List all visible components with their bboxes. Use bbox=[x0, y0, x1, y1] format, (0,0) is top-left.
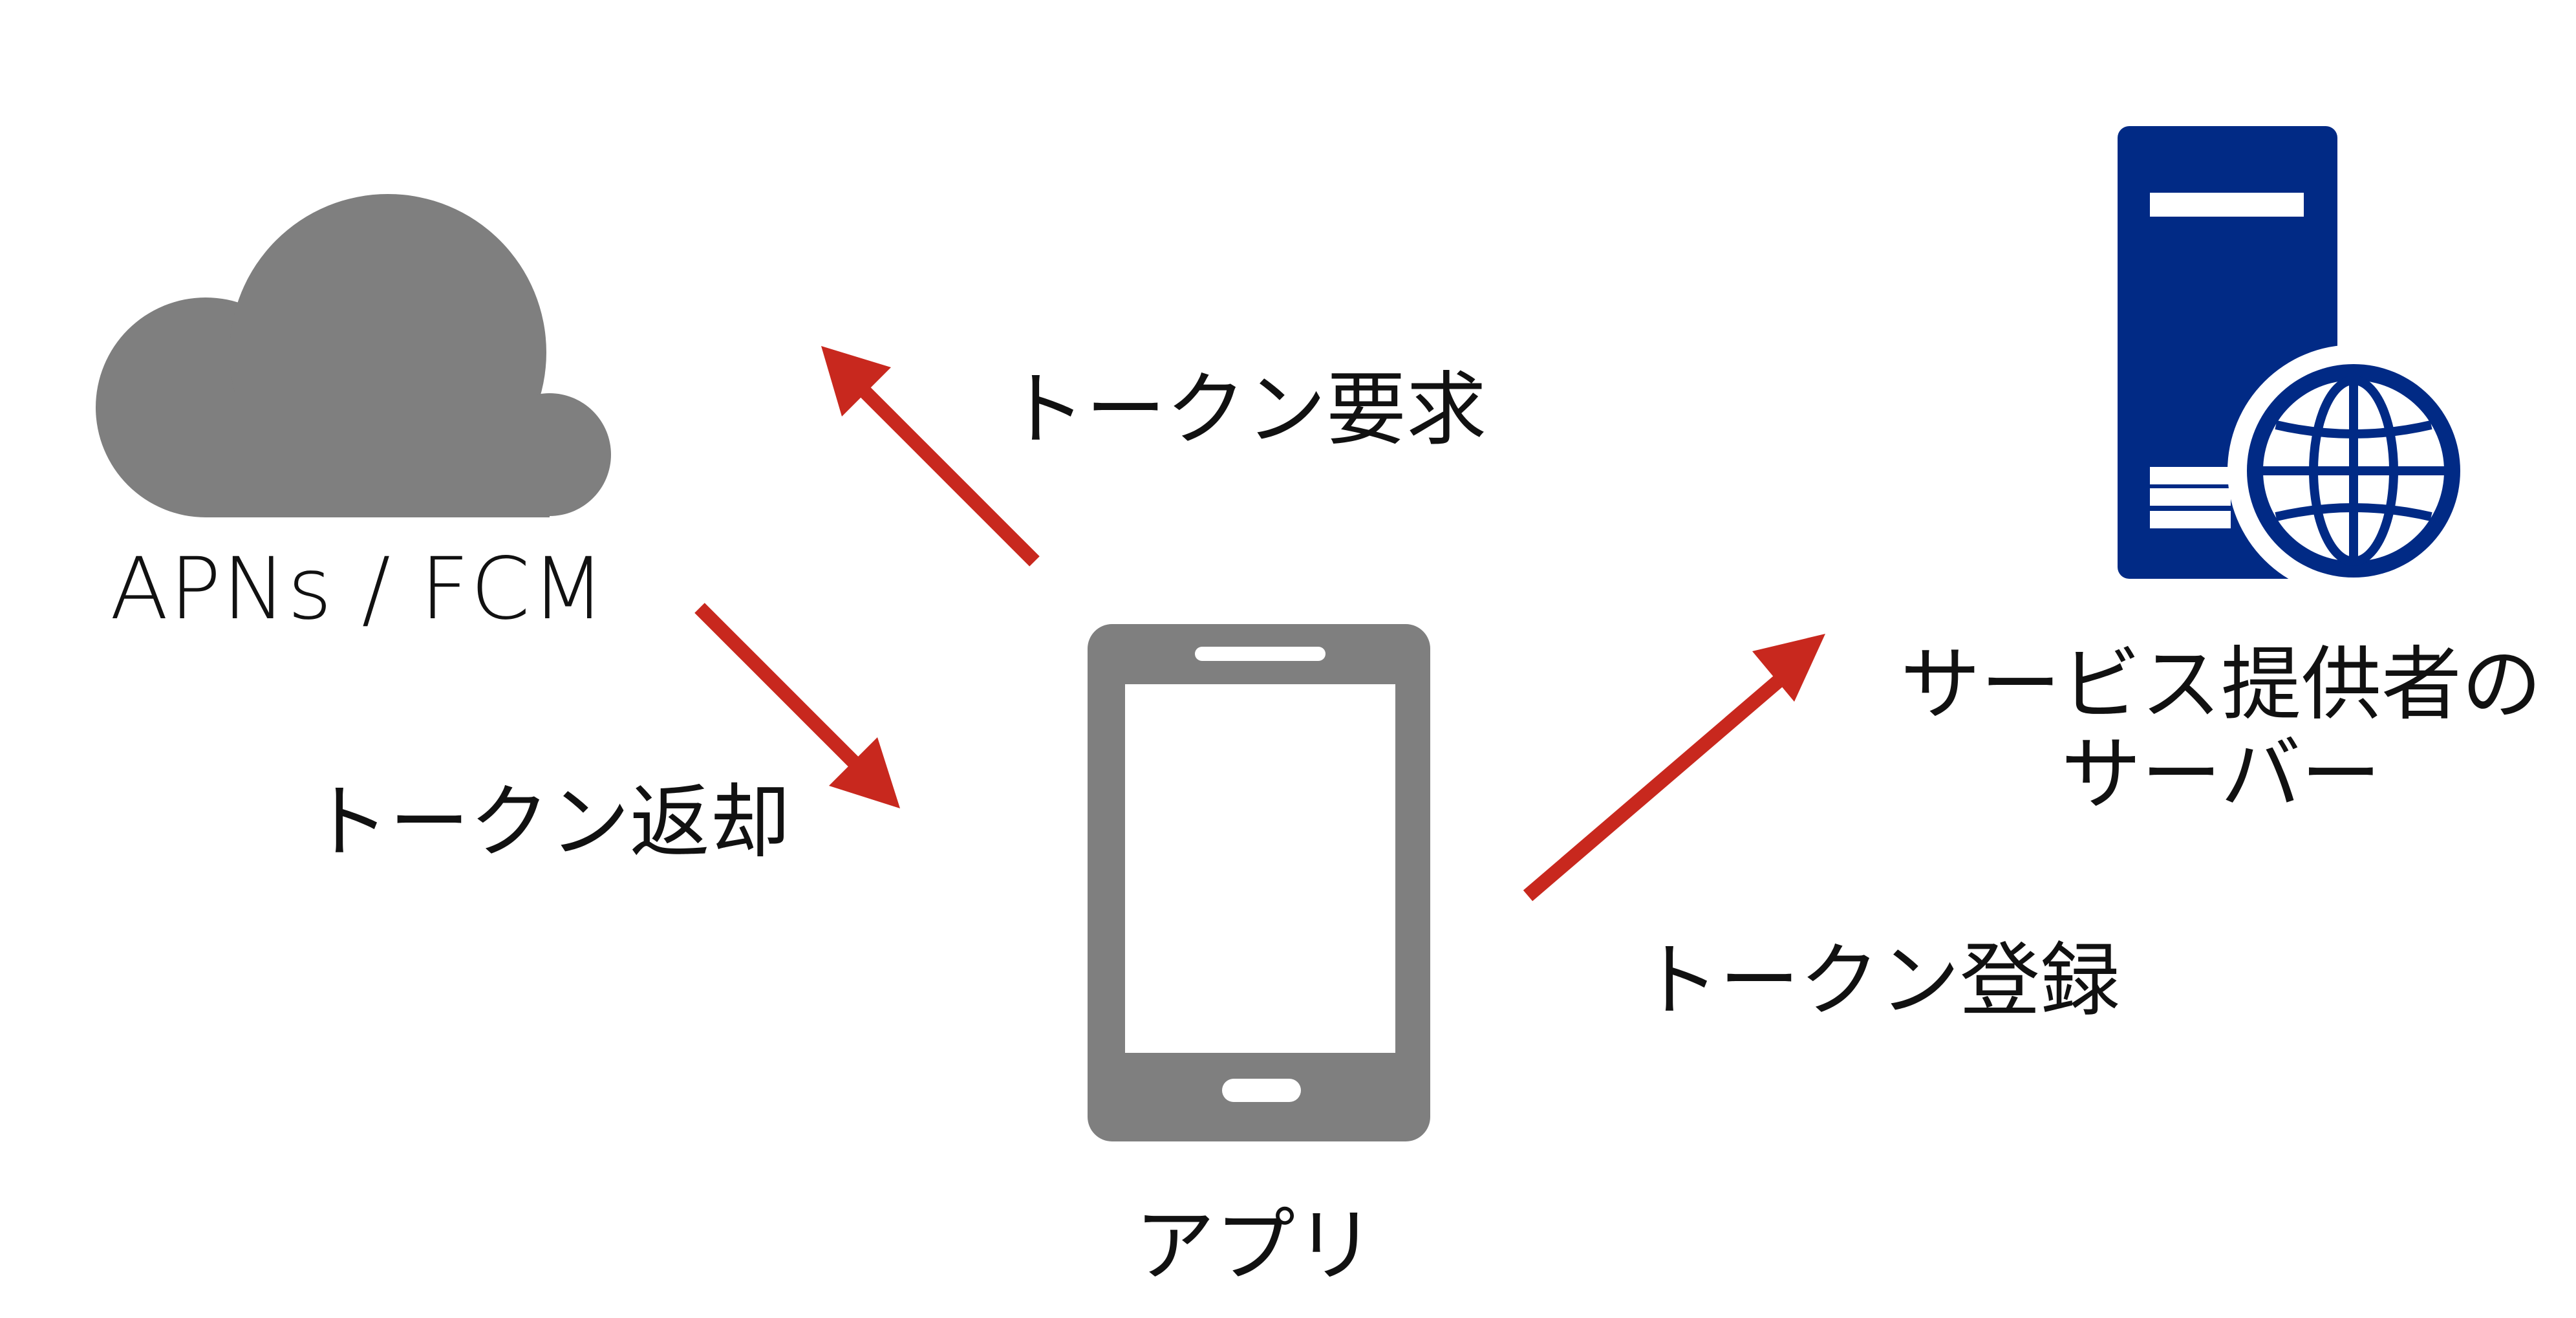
server-label: サービス提供者の サーバー bbox=[1898, 640, 2544, 820]
cloud-icon bbox=[96, 194, 611, 517]
token-register-label: トークン登録 bbox=[1639, 934, 2121, 1028]
apns-fcm-label: APNs / FCM bbox=[110, 539, 606, 639]
arrow-token-register bbox=[1523, 634, 1825, 902]
arrow-token-request bbox=[821, 346, 1040, 567]
arrow-token-return bbox=[694, 603, 900, 808]
token-return-label: トークン返却 bbox=[309, 776, 791, 869]
app-label: アプリ bbox=[1135, 1200, 1376, 1293]
server-label-line2: サーバー bbox=[2061, 728, 2381, 821]
smartphone-icon bbox=[1088, 624, 1430, 1141]
server-label-line1: サービス提供者の bbox=[1900, 638, 2542, 731]
token-request-label: トークン要求 bbox=[1005, 363, 1487, 457]
server-globe-icon bbox=[2118, 126, 2480, 597]
